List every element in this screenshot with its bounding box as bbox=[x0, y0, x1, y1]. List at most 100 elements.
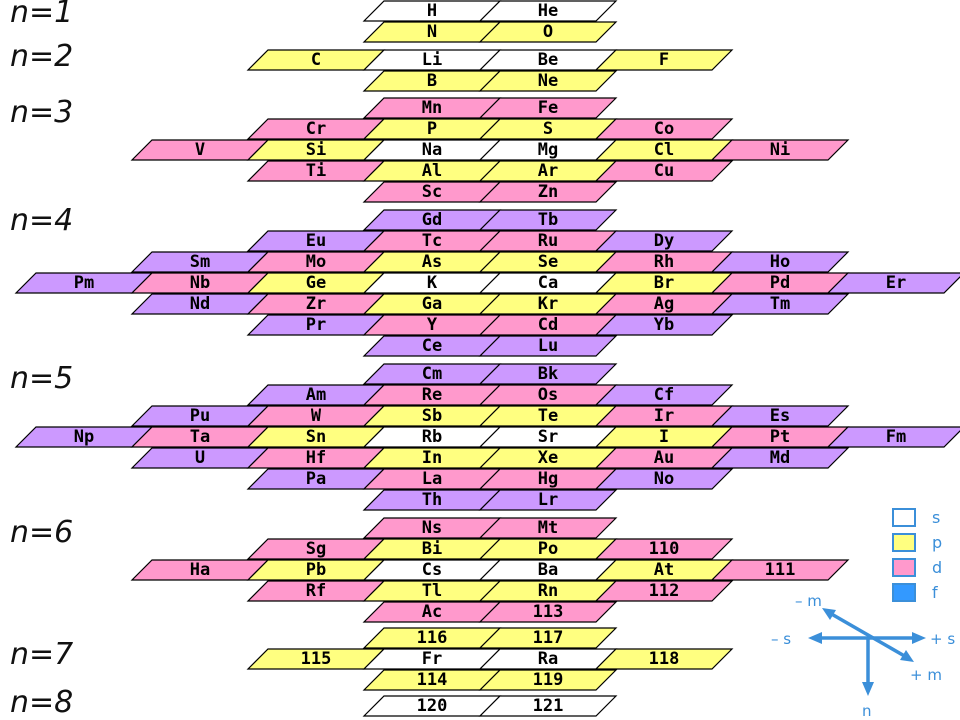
element-symbol: Al bbox=[422, 161, 442, 181]
element-symbol: Mo bbox=[306, 252, 326, 272]
element-symbol: Lr bbox=[538, 490, 558, 510]
element-cell-i: I bbox=[594, 426, 734, 448]
element-cell-ra: Ra bbox=[478, 648, 618, 670]
element-symbol: Mn bbox=[422, 98, 442, 118]
element-cell-ti: Ti bbox=[246, 160, 386, 182]
element-symbol: Ha bbox=[190, 560, 210, 580]
element-symbol: Ir bbox=[654, 406, 674, 426]
element-symbol: Rn bbox=[538, 581, 558, 601]
element-symbol: Li bbox=[422, 50, 442, 70]
element-symbol: Yb bbox=[654, 315, 674, 335]
cell-f-block bbox=[826, 426, 960, 448]
cell-s-block bbox=[478, 695, 618, 717]
element-symbol: Cm bbox=[422, 364, 442, 384]
element-cell-po: Po bbox=[478, 538, 618, 560]
element-symbol: Sb bbox=[422, 406, 442, 426]
element-symbol: Ac bbox=[422, 602, 442, 622]
element-cell-cs: Cs bbox=[362, 559, 502, 581]
element-cell-tb: Tb bbox=[478, 209, 618, 231]
cell-f-block bbox=[710, 447, 850, 469]
element-symbol: Zr bbox=[306, 294, 326, 314]
element-cell-sr: Sr bbox=[478, 426, 618, 448]
cell-f-block bbox=[478, 363, 618, 385]
element-symbol: Sg bbox=[306, 539, 326, 559]
element-cell-bk: Bk bbox=[478, 363, 618, 385]
element-cell-ne: Ne bbox=[478, 70, 618, 92]
legend-label: p bbox=[932, 533, 942, 552]
element-cell-gd: Gd bbox=[362, 209, 502, 231]
element-symbol: Zn bbox=[538, 182, 558, 202]
element-cell-ac: Ac bbox=[362, 601, 502, 623]
element-cell-la: La bbox=[362, 468, 502, 490]
element-cell-te: Te bbox=[478, 405, 618, 427]
cell-s-block bbox=[478, 0, 618, 22]
element-symbol: Dy bbox=[654, 231, 674, 251]
element-symbol: 115 bbox=[301, 649, 332, 669]
element-cell-sb: Sb bbox=[362, 405, 502, 427]
cell-p-block bbox=[478, 669, 618, 691]
legend-label: d bbox=[932, 558, 942, 577]
element-symbol: 121 bbox=[533, 696, 564, 716]
arrow-up-left-icon bbox=[822, 608, 836, 620]
element-symbol: Ag bbox=[654, 294, 674, 314]
cell-d-block bbox=[594, 538, 734, 560]
element-cell-ag: Ag bbox=[594, 293, 734, 315]
element-symbol: 120 bbox=[417, 696, 448, 716]
element-symbol: Fr bbox=[422, 649, 442, 669]
element-symbol: Nb bbox=[190, 273, 210, 293]
element-cell-nd: Nd bbox=[130, 293, 270, 315]
element-cell-md: Md bbox=[710, 447, 850, 469]
element-cell-rb: Rb bbox=[362, 426, 502, 448]
element-cell-lr: Lr bbox=[478, 489, 618, 511]
element-symbol: Eu bbox=[306, 231, 326, 251]
element-cell-tm: Tm bbox=[710, 293, 850, 315]
element-symbol: Ru bbox=[538, 231, 558, 251]
plus-s-label: + s bbox=[930, 630, 955, 648]
arrow-down-right-icon bbox=[900, 650, 914, 662]
element-cell-tl: Tl bbox=[362, 580, 502, 602]
element-cell-115: 115 bbox=[246, 648, 386, 670]
element-symbol: Ho bbox=[770, 252, 790, 272]
element-symbol: Sc bbox=[422, 182, 442, 202]
element-symbol: Gd bbox=[422, 210, 442, 230]
shell-label: n=5 bbox=[10, 361, 73, 396]
element-symbol: S bbox=[543, 119, 553, 139]
element-cell-pa: Pa bbox=[246, 468, 386, 490]
element-cell-ho: Ho bbox=[710, 251, 850, 273]
element-cell-fr: Fr bbox=[362, 648, 502, 670]
legend-item-p: p bbox=[892, 533, 942, 552]
element-cell-h: H bbox=[362, 0, 502, 22]
element-symbol: K bbox=[427, 273, 438, 293]
element-symbol: Fe bbox=[538, 98, 558, 118]
element-symbol: Nd bbox=[190, 294, 210, 314]
cell-f-block bbox=[710, 293, 850, 315]
element-symbol: B bbox=[427, 71, 437, 91]
element-cell-mo: Mo bbox=[246, 251, 386, 273]
element-symbol: Pa bbox=[306, 469, 326, 489]
element-symbol: Bk bbox=[538, 364, 558, 384]
cell-d-block bbox=[478, 97, 618, 119]
legend-label: f bbox=[932, 583, 938, 602]
element-symbol: Hg bbox=[538, 469, 558, 489]
element-cell-si: Si bbox=[246, 139, 386, 161]
element-cell-dy: Dy bbox=[594, 230, 734, 252]
element-cell-mt: Mt bbox=[478, 517, 618, 539]
cell-f-block bbox=[594, 230, 734, 252]
shell-label: n=2 bbox=[10, 39, 73, 74]
element-symbol: I bbox=[659, 427, 669, 447]
element-symbol: La bbox=[422, 469, 442, 489]
quantum-axes-icon: – m– s+ s+ mn bbox=[771, 592, 955, 720]
element-symbol: Cf bbox=[654, 385, 674, 405]
cell-d-block bbox=[594, 160, 734, 182]
element-symbol: Ni bbox=[770, 140, 790, 160]
legend-swatch bbox=[892, 583, 916, 602]
cell-f-block bbox=[594, 468, 734, 490]
element-symbol: 113 bbox=[533, 602, 564, 622]
element-symbol: N bbox=[427, 22, 437, 42]
element-symbol: H bbox=[427, 1, 437, 21]
element-cell-k: K bbox=[362, 272, 502, 294]
element-cell-br: Br bbox=[594, 272, 734, 294]
element-cell-he: He bbox=[478, 0, 618, 22]
cell-d-block bbox=[594, 580, 734, 602]
